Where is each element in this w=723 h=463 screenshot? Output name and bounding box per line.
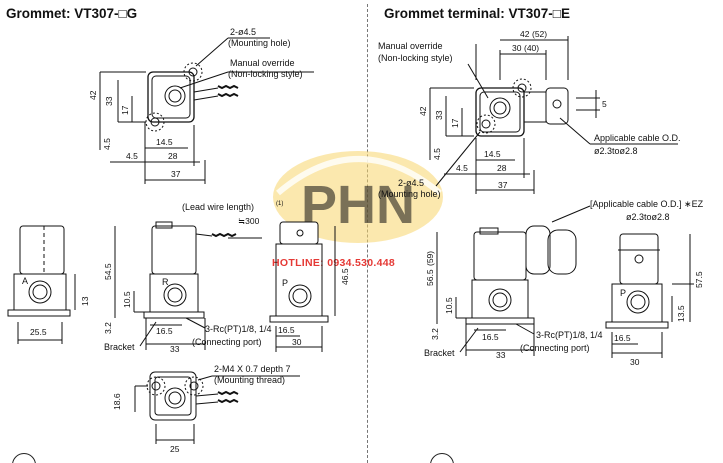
left-top-dim-42: 42 <box>88 90 98 100</box>
left-side-dim-13: 13 <box>80 296 90 306</box>
right-front-view <box>436 205 591 356</box>
left-side-port-p: P <box>282 278 288 288</box>
left-thread-label: 2-M4 X 0.7 depth 7 <box>214 364 291 374</box>
right-cable-range: ø2.3toø2.8 <box>594 146 638 156</box>
right-mounting-hole-note: (Mounting hole) <box>378 189 441 199</box>
right-cable-od-label: Applicable cable O.D. <box>594 133 681 143</box>
left-front-port-r: R <box>162 277 169 287</box>
left-thread-note: (Mounting thread) <box>214 375 285 385</box>
left-top-dim-33: 33 <box>104 96 114 106</box>
left-top-dim-14-5: 14.5 <box>156 137 173 147</box>
section-title-grommet-terminal: Grommet terminal: VT307-□E <box>384 6 570 21</box>
right-top-dim-42: 42 <box>520 29 530 39</box>
left-front-dim-16-5: 16.5 <box>156 326 173 336</box>
right-top-dim-4-5-h: 4.5 <box>456 163 468 173</box>
left-side-dim-25-5: 25.5 <box>30 327 47 337</box>
left-lead-wire-length: ≒300 <box>238 216 260 226</box>
right-top-view <box>429 36 678 194</box>
left-bracket-label: Bracket <box>104 342 135 352</box>
right-top-dim-30: 30 <box>512 43 522 53</box>
left-side-dim-16-5: 16.5 <box>278 325 295 335</box>
left-side-port-a: A <box>22 276 28 286</box>
left-top-dim-4-5-h: 4.5 <box>126 151 138 161</box>
left-side-view-p <box>269 221 336 352</box>
left-side-dim-46-5: 46.5 <box>340 268 350 285</box>
right-side-view <box>605 233 694 358</box>
left-bottom-dim-25: 25 <box>170 444 180 454</box>
left-front-dim-10-5: 10.5 <box>122 291 132 308</box>
left-front-dim-3-2: 3.2 <box>103 322 113 334</box>
left-top-dim-37: 37 <box>171 169 181 179</box>
right-mounting-hole-label: 2-ø4.5 <box>398 178 424 188</box>
right-side-dim-30: 30 <box>630 357 640 367</box>
left-bottom-view <box>134 371 300 444</box>
right-manual-override-label: Manual override <box>378 41 443 51</box>
left-mounting-hole-label: 2-ø4.5 <box>230 27 256 37</box>
right-front-dim-33: 33 <box>496 350 506 360</box>
left-top-dim-28: 28 <box>168 151 178 161</box>
left-mounting-hole-note: (Mounting hole) <box>228 38 291 48</box>
right-manual-override-note: (Non-locking style) <box>378 53 453 63</box>
left-top-view-labels: 2-ø4.5 (Mounting hole) Manual override (… <box>88 27 303 179</box>
left-manual-override-note: (Non-locking style) <box>228 69 303 79</box>
right-front-dim-56-5-alt: (59) <box>425 251 435 266</box>
left-top-dim-4-5-v: 4.5 <box>102 138 112 150</box>
right-front-dim-56-5: 56.5 <box>425 269 435 286</box>
right-side-dim-13-5: 13.5 <box>676 305 686 322</box>
right-top-dim-14-5: 14.5 <box>484 149 501 159</box>
right-top-dim-33: 33 <box>434 110 444 120</box>
left-manual-override-label: Manual override <box>230 58 295 68</box>
right-front-dim-3-2: 3.2 <box>430 328 440 340</box>
right-cable-od-ez-label: [Applicable cable O.D.] ∗EZ <box>590 199 704 209</box>
right-port-callout: 3-Rc(PT)1/8, 1/4 <box>536 330 603 340</box>
left-lead-wire-label: (Lead wire length) <box>182 202 254 212</box>
right-top-dim-37: 37 <box>498 180 508 190</box>
right-front-dim-10-5: 10.5 <box>444 297 454 314</box>
right-top-dim-5: 5 <box>602 99 607 109</box>
right-top-dim-42-alt: (52) <box>532 29 547 39</box>
watermark-logo-text: PHN <box>301 175 415 235</box>
left-port-callout: 3-Rc(PT)1/8, 1/4 <box>205 324 272 334</box>
right-side-port-p: P <box>620 288 626 298</box>
right-cable-range-ez: ø2.3toø2.8 <box>626 212 670 222</box>
right-port-callout-note: (Connecting port) <box>520 343 590 353</box>
left-lead-wire-note: (1) <box>276 201 283 207</box>
section-title-grommet: Grommet: VT307-□G <box>6 6 138 21</box>
left-port-callout-note: (Connecting port) <box>192 337 262 347</box>
right-front-dim-16-5: 16.5 <box>482 332 499 342</box>
right-bracket-label: Bracket <box>424 348 455 358</box>
left-front-dim-33: 33 <box>170 344 180 354</box>
left-side-dim-30: 30 <box>292 337 302 347</box>
left-front-view <box>114 221 262 350</box>
right-top-dim-17: 17 <box>450 118 460 128</box>
watermark-hotline: HOTLINE: 0934.530.448 <box>272 257 396 269</box>
right-top-dim-4-5-v: 4.5 <box>432 148 442 160</box>
right-side-dim-57-5: 57.5 <box>694 271 704 288</box>
left-top-view <box>99 37 314 184</box>
left-side-view-a <box>7 225 76 344</box>
right-top-dim-42-v: 42 <box>418 106 428 116</box>
right-top-dim-28: 28 <box>497 163 507 173</box>
left-top-dim-17: 17 <box>120 105 130 115</box>
phn-watermark-logo: PHN <box>273 151 443 243</box>
right-top-dim-30-alt: (40) <box>524 43 539 53</box>
right-side-dim-16-5: 16.5 <box>614 333 631 343</box>
left-front-dim-54-5: 54.5 <box>103 263 113 280</box>
left-bottom-dim-18-6: 18.6 <box>112 393 122 410</box>
